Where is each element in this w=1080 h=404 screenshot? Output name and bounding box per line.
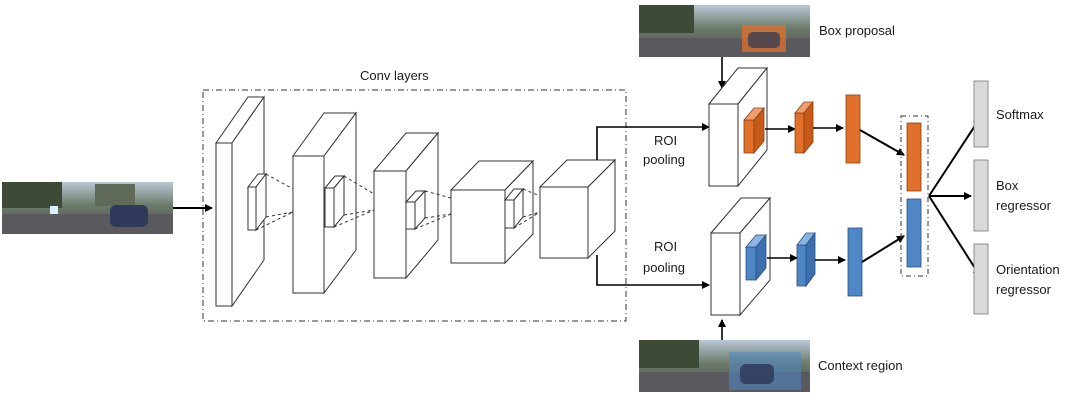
softmax-head — [973, 80, 989, 148]
conv-slab-3 — [372, 131, 452, 280]
roi-pooling-top-line1: ROI — [654, 133, 677, 148]
fc-vector-top — [845, 94, 861, 164]
roi-feature-bottom — [745, 233, 767, 282]
conv-block-4 — [449, 159, 541, 265]
input-image — [2, 182, 173, 234]
context-region-image — [639, 340, 810, 392]
conv-slab-2 — [292, 111, 375, 295]
roi-pooling-bottom-line1: ROI — [654, 239, 677, 254]
arrow-merge-top — [859, 129, 905, 156]
concat-box — [900, 115, 929, 277]
conv-layers-box — [202, 89, 627, 322]
box-regressor-label-line1: Box — [996, 178, 1019, 193]
route-arrow-top — [596, 123, 710, 160]
box-proposal-image — [639, 5, 810, 57]
concat-vector-box — [906, 122, 922, 192]
roi-feature-top — [743, 106, 765, 155]
orientation-regressor-head — [973, 243, 989, 315]
orientation-regressor-label-line1: Orientation — [996, 262, 1060, 277]
fc-vector-bottom — [847, 227, 863, 297]
conv-block-5 — [538, 158, 617, 260]
fc-feature-top — [794, 100, 814, 155]
box-proposal-label: Box proposal — [819, 23, 895, 38]
concat-vector-context — [906, 198, 922, 268]
softmax-label: Softmax — [996, 107, 1044, 122]
box-regressor-label-line2: regressor — [996, 198, 1052, 213]
conv-layers-label: Conv layers — [360, 68, 429, 83]
fc-feature-bottom — [796, 231, 816, 288]
roi-pooling-top-line2: pooling — [643, 152, 685, 167]
arrow-to-orientation-regressor — [928, 195, 981, 277]
orientation-regressor-label-line2: regressor — [996, 282, 1052, 297]
roi-pooling-block-bottom — [709, 196, 772, 317]
arrow-to-softmax — [928, 117, 981, 197]
box-regressor-head — [973, 159, 989, 232]
conv-slab-1 — [215, 95, 294, 308]
context-region-label: Context region — [818, 358, 903, 373]
arrow-merge-bottom — [861, 235, 905, 263]
roi-pooling-bottom-line2: pooling — [643, 260, 685, 275]
route-arrow-bottom — [596, 255, 710, 289]
